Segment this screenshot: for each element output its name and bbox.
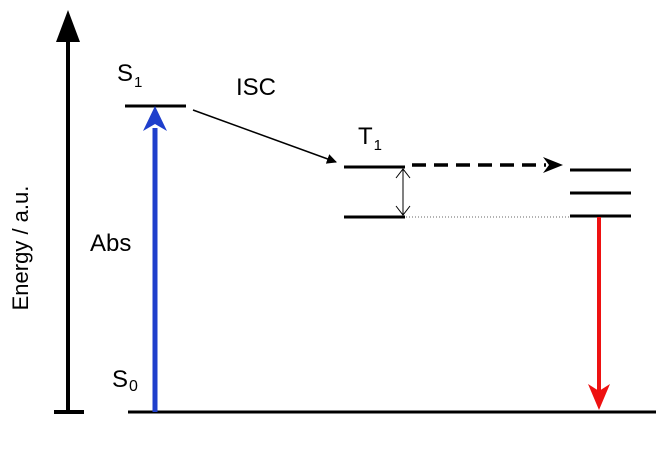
abs-label: Abs (90, 230, 132, 257)
t1-gap-arrowhead-down (395, 205, 411, 216)
s0-label: S0 (112, 366, 138, 395)
t1-subscript: 1 (373, 137, 383, 154)
s0-symbol: S (112, 366, 129, 393)
s0-subscript: 0 (129, 378, 138, 395)
s1-subscript: 1 (134, 74, 143, 91)
isc-label: ISC (236, 74, 277, 101)
energy-axis-label: Energy / a.u. (8, 185, 33, 311)
isc-arrow (192, 109, 337, 164)
t1-label: T1 (358, 123, 382, 154)
s1-symbol: S (117, 60, 134, 87)
t1-gap-arrowhead-up (395, 168, 411, 179)
absorption-arrowhead (143, 106, 167, 131)
t1-symbol: T (358, 123, 373, 150)
emission-arrowhead (588, 384, 610, 410)
s1-label: S1 (117, 60, 142, 91)
energy-axis-arrowhead (56, 10, 80, 42)
energy-transfer-arrowhead (543, 157, 563, 173)
